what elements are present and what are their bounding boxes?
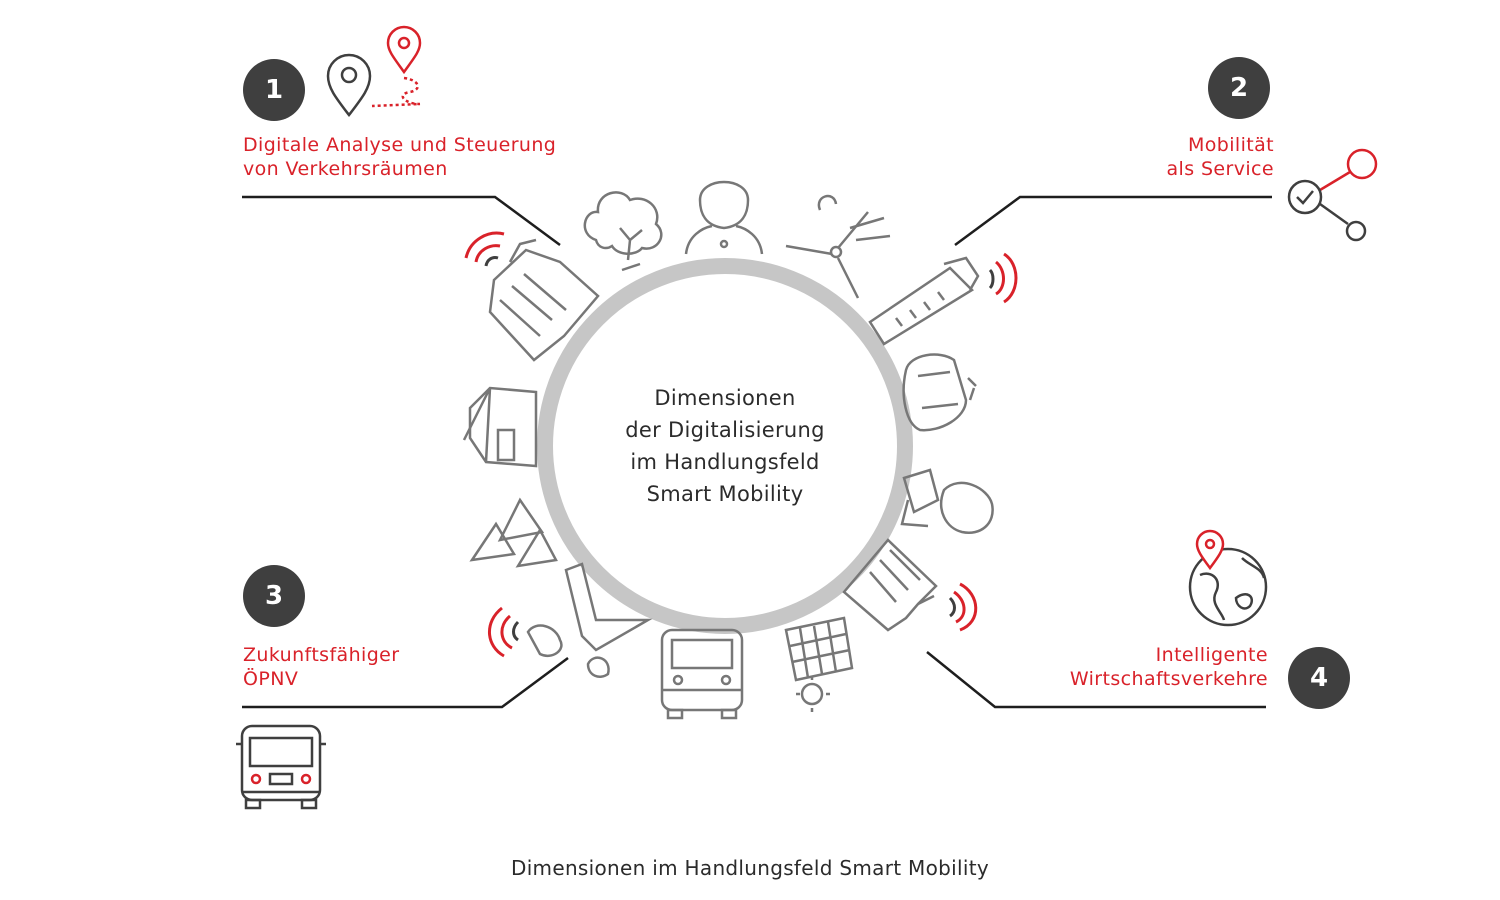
dimension-number-2: 2 xyxy=(1208,57,1270,119)
wind-turbine-icon xyxy=(785,194,891,299)
tree-icon xyxy=(583,191,663,272)
globe-pin-icon xyxy=(1188,529,1268,627)
connector-line-1 xyxy=(242,195,561,247)
dimension-label-3-line2: ÖPNV xyxy=(243,668,299,690)
electric-car-icon xyxy=(902,353,977,432)
signal-icon-4 xyxy=(948,582,978,632)
truck-icon xyxy=(660,628,744,720)
dimension-label-2: Mobilität als Service xyxy=(1167,133,1274,181)
dimension-label-1: Digitale Analyse und Steuerung von Verke… xyxy=(243,133,556,181)
center-title-line3: im Handlungsfeld xyxy=(630,450,820,474)
dimension-label-3: Zukunftsfähiger ÖPNV xyxy=(243,643,399,691)
figure-caption: Dimensionen im Handlungsfeld Smart Mobil… xyxy=(511,856,989,880)
dimension-label-3-line1: Zukunftsfähiger xyxy=(243,644,400,666)
signal-icon-3 xyxy=(488,606,520,658)
dimension-number-4: 4 xyxy=(1288,647,1350,709)
building-icon xyxy=(488,238,600,362)
worker-icon xyxy=(900,468,994,535)
dimension-label-4: Intelligente Wirtschaftsverkehre xyxy=(1070,643,1268,691)
share-network-icon xyxy=(1287,148,1378,242)
skyscraper-icon xyxy=(868,256,980,346)
center-title-line2: der Digitalisierung xyxy=(625,418,825,442)
dimension-label-1-line2: von Verkehrsräumen xyxy=(243,158,448,180)
dimension-label-2-line2: als Service xyxy=(1166,158,1274,180)
connector-line-4 xyxy=(926,651,1266,709)
rocket-icon xyxy=(526,562,653,678)
dimension-number-1: 1 xyxy=(243,59,305,121)
dimension-label-4-line2: Wirtschaftsverkehre xyxy=(1069,668,1268,690)
center-title-line1: Dimensionen xyxy=(654,386,796,410)
bus-icon xyxy=(236,724,326,810)
dimension-label-2-line1: Mobilität xyxy=(1187,134,1274,156)
dimension-label-1-line1: Digitale Analyse und Steuerung xyxy=(243,134,557,156)
person-icon xyxy=(684,180,764,255)
office-building-icon xyxy=(842,538,938,632)
connector-line-2 xyxy=(954,195,1272,247)
signal-icon-1 xyxy=(464,231,505,267)
map-route-icon xyxy=(326,25,422,118)
solar-panel-icon xyxy=(784,616,854,712)
signal-icon-2 xyxy=(988,252,1018,304)
trees-icon xyxy=(469,497,558,568)
connector-line-3 xyxy=(242,656,569,709)
center-ring xyxy=(537,258,913,634)
house-icon xyxy=(462,386,538,468)
center-title: Dimensionen der Digitalisierung im Handl… xyxy=(590,382,860,510)
dimension-number-3: 3 xyxy=(243,565,305,627)
center-title-line4: Smart Mobility xyxy=(646,482,804,506)
dimension-label-4-line1: Intelligente xyxy=(1155,644,1268,666)
